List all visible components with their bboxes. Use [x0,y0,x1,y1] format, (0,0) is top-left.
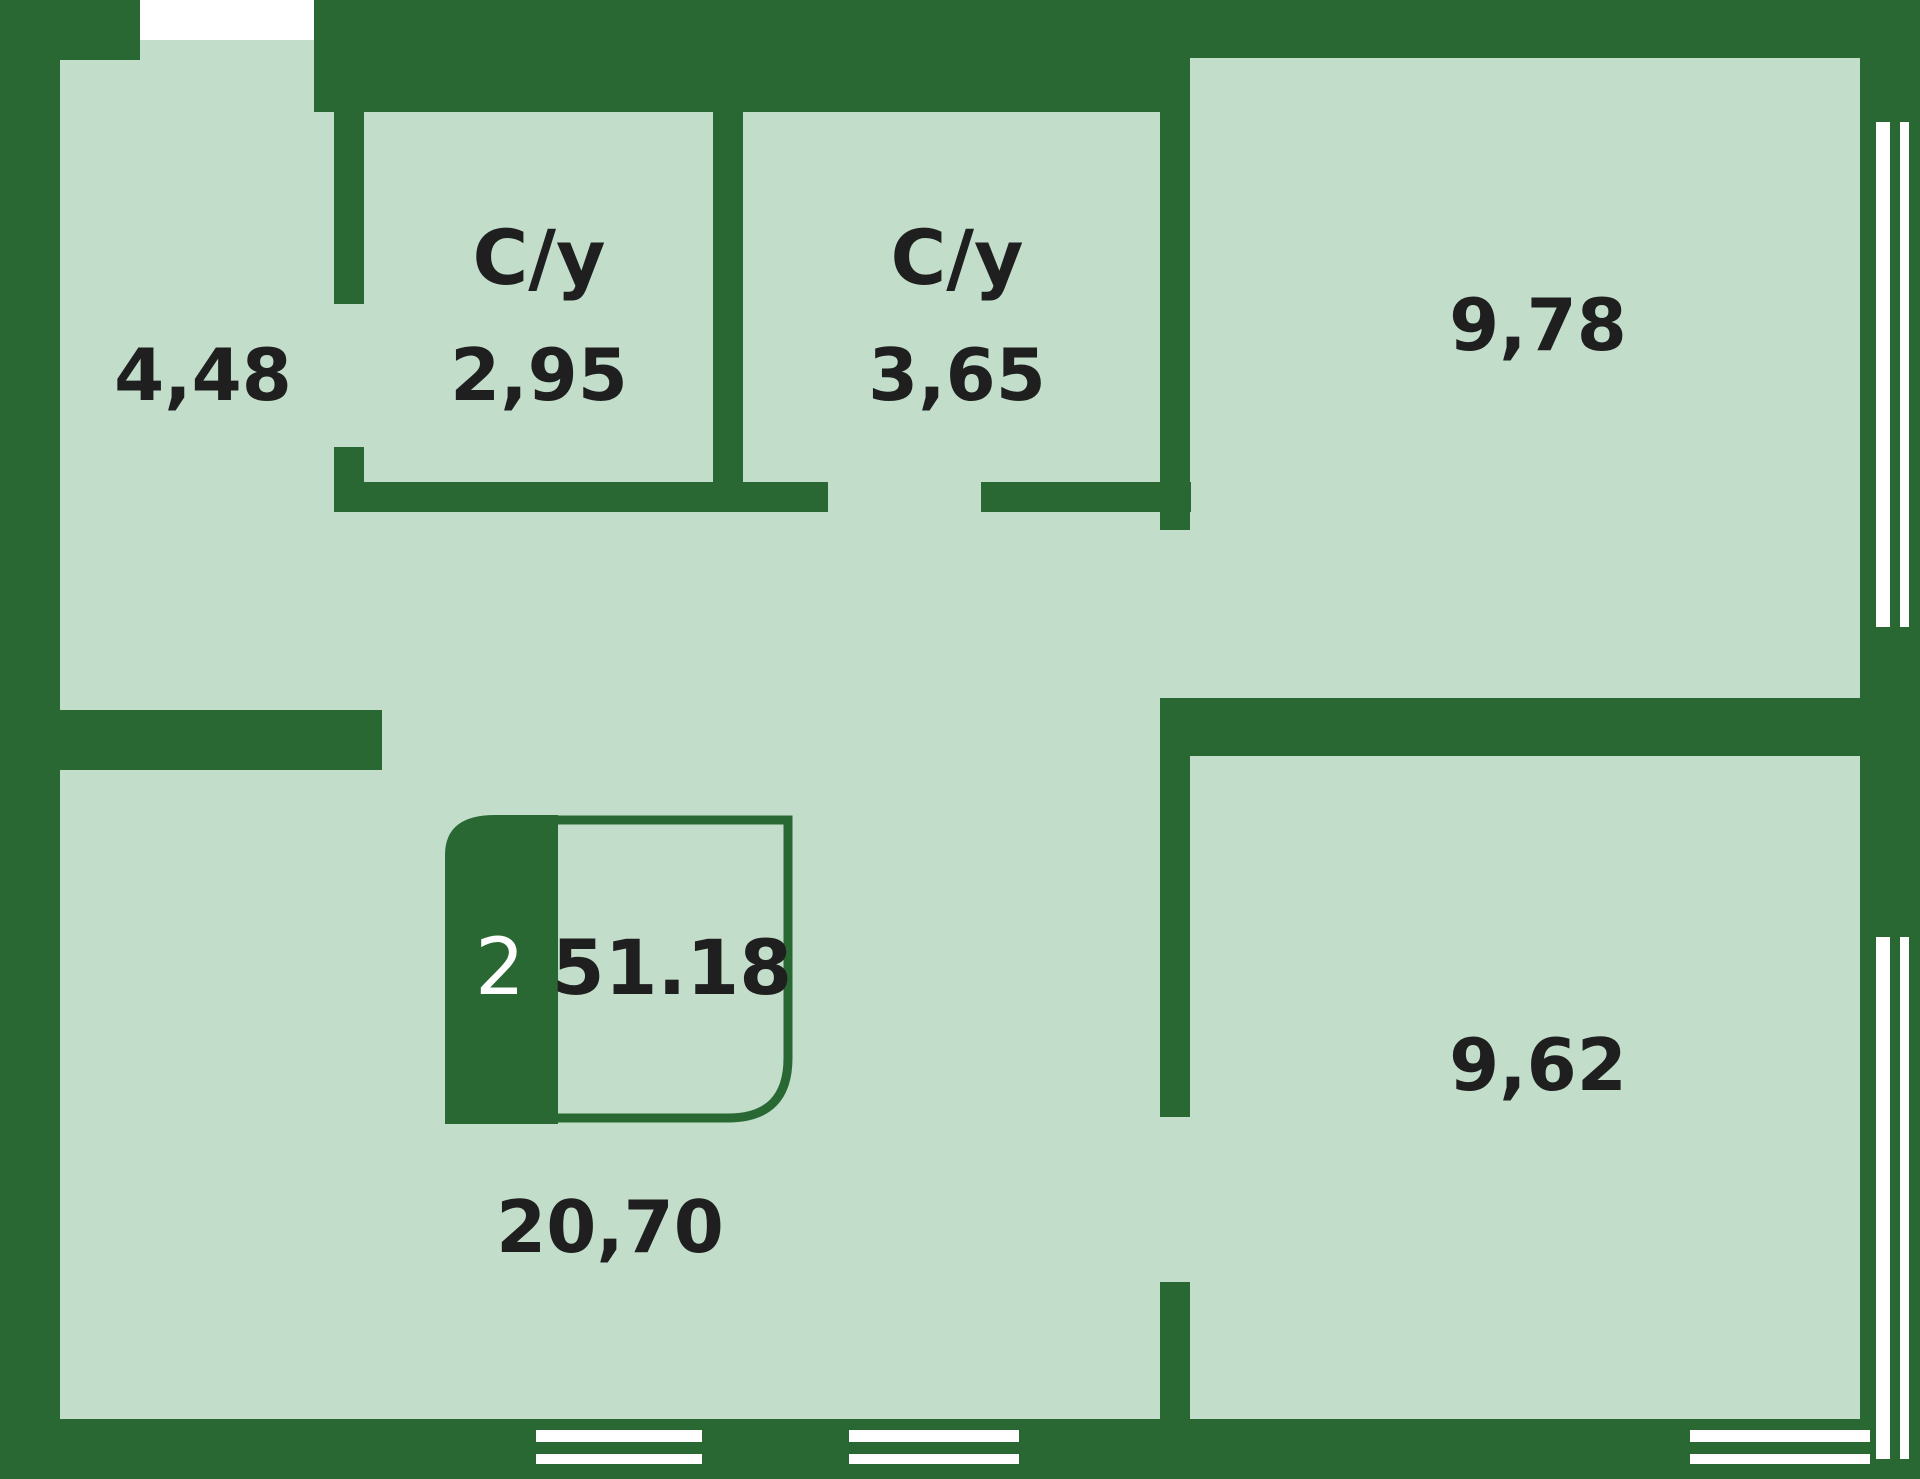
living-room-area-label: 20,70 [496,1185,724,1269]
window-bottom-1-a [536,1430,702,1442]
window-bottom-1-b [536,1454,702,1464]
window-right-bottom-b [1900,937,1909,1459]
bathroom-left-wall-upper [334,58,364,304]
badge-area-box [558,815,793,1123]
entrance-opening [140,0,314,40]
outer-wall-bottom [0,1419,1920,1479]
windows [536,122,1909,1464]
window-bottom-3-b [1690,1454,1870,1464]
bathroom-2-area-label: 3,65 [868,333,1046,417]
bedroom-top-area-label: 9,78 [1449,283,1627,367]
badge-total-area: 51.18 [552,923,792,1012]
bathroom-divider-wall [713,105,743,500]
bathroom-1-area-label: 2,95 [450,333,628,417]
badge-room-count-box [445,815,558,1124]
bathroom-top-wall [314,0,1190,112]
window-right-top-a [1876,122,1890,627]
bathroom-right-wall [1160,58,1190,530]
apartment-badge: 2 51.18 [445,815,793,1124]
bedrooms-divider-wall [1160,698,1860,756]
outer-wall-top-left [0,0,140,60]
window-right-top-b [1900,122,1909,627]
window-right-bottom-a [1876,937,1890,1459]
bathroom-2-name-label: С/у [890,213,1023,302]
bathroom-1-name-label: С/у [472,213,605,302]
window-bottom-3-a [1690,1430,1870,1442]
hallway-divider-wall [58,710,382,770]
bedroom-left-wall-lower [1160,1282,1190,1422]
bedroom-bottom-area-label: 9,62 [1449,1023,1627,1107]
window-bottom-2-b [849,1454,1019,1464]
outer-wall-left [0,0,60,1479]
bathroom-bottom-wall-left [334,482,828,512]
bedroom-left-wall-upper [1160,730,1190,1117]
window-bottom-2-a [849,1430,1019,1442]
bathroom-bottom-wall-right [981,482,1191,512]
hallway-area-label: 4,48 [114,333,292,417]
badge-room-count: 2 [475,923,525,1013]
